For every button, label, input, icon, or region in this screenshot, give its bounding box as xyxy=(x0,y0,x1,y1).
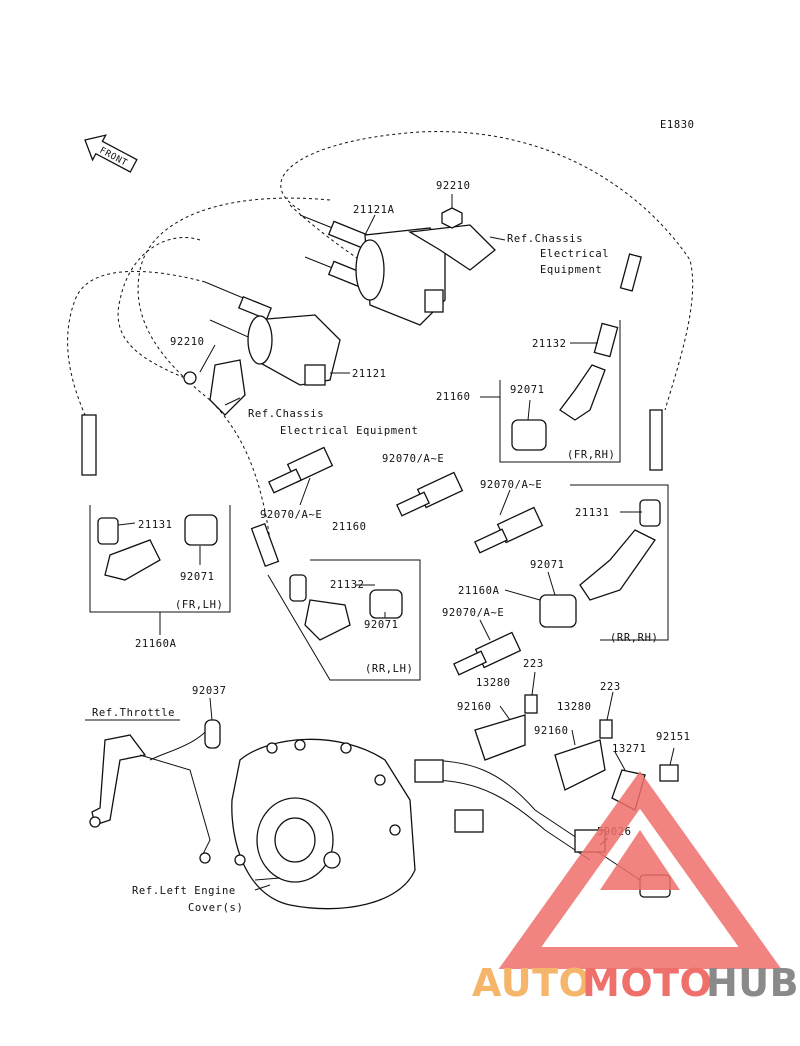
watermark-auto: AUTO xyxy=(472,961,591,1005)
plug-cap-rr-lh xyxy=(250,522,403,641)
spark-plug-rr-lower xyxy=(453,631,522,676)
plug-cap-fr-lh xyxy=(81,414,218,581)
harness-loop-far-left xyxy=(67,270,206,416)
callout-92160-a: 92160 xyxy=(457,701,492,713)
callout-fr-lh: (FR,LH) xyxy=(175,599,223,611)
callout-92210-left: 92210 xyxy=(170,336,205,348)
callout-21160-mid: 21160 xyxy=(332,521,367,533)
harness-loop-left xyxy=(137,197,331,541)
callout-92071-rr: 92071 xyxy=(364,619,399,631)
callout-ref-chassis-1c: Equipment xyxy=(540,264,602,276)
callout-21131-lh: 21131 xyxy=(138,519,173,531)
callout-92037: 92037 xyxy=(192,685,227,697)
warning-triangle-inner-icon xyxy=(600,830,680,890)
group-bracket-fr-rh xyxy=(499,320,621,463)
callout-ref-chassis-2b: Electrical Equipment xyxy=(280,425,418,437)
callout-21160-fr: 21160 xyxy=(436,391,471,403)
harness-loop-right xyxy=(280,131,694,411)
callout-ref-left-engine-a: Ref.Left Engine xyxy=(132,885,236,897)
callout-13280-a: 13280 xyxy=(476,677,511,689)
callout-21121: 21121 xyxy=(352,368,387,380)
engine-cover xyxy=(231,738,416,910)
callout-21132-fr: 21132 xyxy=(532,338,567,350)
ignition-coil-lower xyxy=(183,281,341,416)
callout-92151: 92151 xyxy=(656,731,691,743)
watermark-moto: MOTO xyxy=(582,961,712,1005)
plug-cap-rr-rh xyxy=(539,409,663,628)
callout-rr-rh: (RR,RH) xyxy=(610,632,658,644)
callout-92071-fr: 92071 xyxy=(510,384,545,396)
callout-223-b: 223 xyxy=(600,681,621,693)
callout-ref-chassis-2a: Ref.Chassis xyxy=(248,408,324,420)
leader-lines xyxy=(117,194,642,641)
callout-21160A-rh: 21160A xyxy=(458,585,500,597)
callout-21131-rh: 21131 xyxy=(575,507,610,519)
callout-ref-chassis-1b: Electrical xyxy=(540,248,609,260)
group-bracket-rr-lh xyxy=(267,559,421,681)
front-arrow-icon: FRONT xyxy=(84,134,138,173)
callout-92070-fr: 92070/A~E xyxy=(382,453,444,465)
watermark-logo xyxy=(498,771,782,969)
callout-92160-b: 92160 xyxy=(534,725,569,737)
ignition-coil-upper xyxy=(299,214,496,326)
callout-92070-mid: 92070/A~E xyxy=(260,509,322,521)
warning-triangle-icon xyxy=(498,771,782,969)
callout-fr-rh: (FR,RH) xyxy=(567,449,615,461)
harness-loop-inner xyxy=(117,237,201,381)
callout-92071-rh: 92071 xyxy=(530,559,565,571)
spark-plug-upper-center xyxy=(268,446,334,494)
callout-ref-chassis-1a: Ref.Chassis xyxy=(507,233,583,245)
callout-21132-rr: 21132 xyxy=(330,579,365,591)
spark-plug-rr-upper xyxy=(474,506,544,554)
callout-13271: 13271 xyxy=(612,743,647,755)
callout-92070-rr-up: 92070/A~E xyxy=(480,479,542,491)
callout-ref-throttle: Ref.Throttle xyxy=(92,707,175,719)
callout-rr-lh: (RR,LH) xyxy=(365,663,413,675)
watermark-hub: HUB xyxy=(706,961,799,1005)
group-bracket-rr-rh xyxy=(570,484,669,641)
spark-plug-fr-rh xyxy=(396,471,464,517)
watermark-wordmark: AUTO MOTO HUB xyxy=(472,961,799,1005)
throttle-bracket xyxy=(85,719,221,864)
callout-92070-rr-low: 92070/A~E xyxy=(442,607,504,619)
plug-cap-fr-rh xyxy=(511,253,642,451)
callout-ref-left-engine-b: Cover(s) xyxy=(188,902,243,914)
callout-13280-b: 13280 xyxy=(557,701,592,713)
callout-92210-top: 92210 xyxy=(436,180,471,192)
callout-92071-lh: 92071 xyxy=(180,571,215,583)
callout-21121A: 21121A xyxy=(353,204,395,216)
harness-loop-top xyxy=(289,204,361,261)
callout-21160A-lh: 21160A xyxy=(135,638,177,650)
callout-223-a: 223 xyxy=(523,658,544,670)
diagram-code: E1830 xyxy=(660,119,695,131)
